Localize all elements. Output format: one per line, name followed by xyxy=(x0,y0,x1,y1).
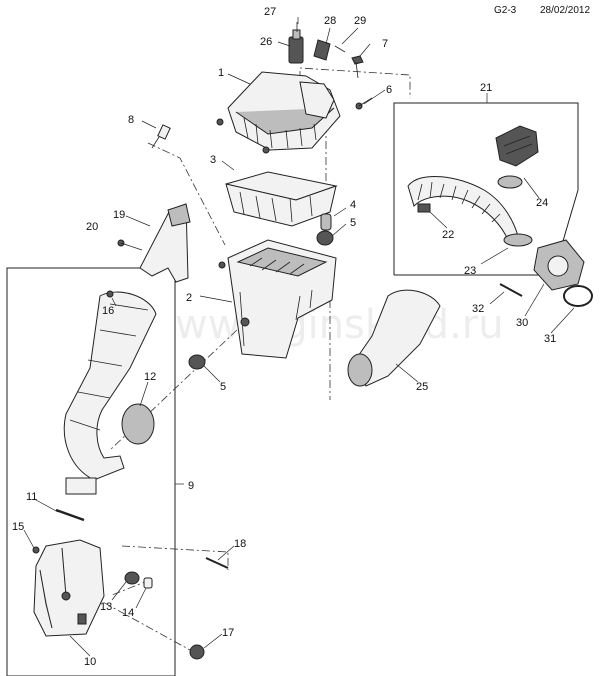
callout-7: 7 xyxy=(382,38,388,50)
callout-8: 8 xyxy=(128,114,134,126)
part-31-gasket xyxy=(563,285,593,307)
callout-12: 12 xyxy=(144,371,156,383)
callout-5-upper: 5 xyxy=(350,217,356,229)
part-15-screw xyxy=(32,546,40,554)
callout-17: 17 xyxy=(222,627,234,639)
callout-24: 24 xyxy=(536,197,548,209)
part-9-group-duct xyxy=(63,290,157,495)
callout-26: 26 xyxy=(260,36,272,48)
callout-9: 9 xyxy=(188,480,194,492)
callout-20: 20 xyxy=(86,221,98,233)
watermark: www.ginsklad.ru xyxy=(175,302,504,348)
callout-28: 28 xyxy=(324,15,336,27)
group-21-frame xyxy=(393,102,579,276)
callout-30: 30 xyxy=(516,317,528,329)
callout-5-lower: 5 xyxy=(220,381,226,393)
part-10-resonator-box xyxy=(33,539,105,637)
callout-6: 6 xyxy=(386,84,392,96)
part-25-intake-pipe xyxy=(347,289,441,387)
callout-22: 22 xyxy=(442,229,454,241)
callout-4: 4 xyxy=(350,199,356,211)
part-21-group-inlet-hoses xyxy=(407,125,539,247)
callout-15: 15 xyxy=(12,521,24,533)
callout-10: 10 xyxy=(84,656,96,668)
group-9-frame xyxy=(6,267,176,676)
callout-14: 14 xyxy=(122,607,134,619)
callout-27: 27 xyxy=(264,6,276,18)
callout-25: 25 xyxy=(416,381,428,393)
part-5-lower-grommet xyxy=(188,354,206,370)
page-code: G2-3 xyxy=(494,5,517,16)
callout-32: 32 xyxy=(472,303,484,315)
callout-29: 29 xyxy=(354,15,366,27)
part-11-clip xyxy=(55,508,85,522)
page-date: 28/02/2012 xyxy=(540,5,590,16)
callout-3: 3 xyxy=(210,154,216,166)
part-4-grommet xyxy=(320,213,332,231)
part-30-throttle-body xyxy=(533,239,585,291)
callout-18: 18 xyxy=(234,538,246,550)
callout-11: 11 xyxy=(26,491,37,503)
part-13-grommet xyxy=(124,571,140,585)
callout-1: 1 xyxy=(218,67,224,79)
leader-lines xyxy=(23,17,575,657)
callout-21: 21 xyxy=(480,82,492,94)
part-18-bolt xyxy=(205,557,229,569)
part-3-filter-element xyxy=(225,171,338,227)
part-26-28-sensor-group xyxy=(288,22,346,64)
part-19-bracket xyxy=(117,203,191,283)
part-1-air-cleaner-cover xyxy=(216,71,341,154)
part-17-nut xyxy=(189,644,205,660)
part-6-screw xyxy=(355,97,373,110)
part-2-air-cleaner-housing xyxy=(218,239,337,359)
part-8-bolt xyxy=(151,124,171,149)
part-14-bushing xyxy=(143,577,153,589)
part-32-bolt xyxy=(499,283,523,297)
callout-labels: 27 28 29 26 7 1 6 21 8 3 4 5 19 20 24 22… xyxy=(12,6,556,668)
callout-23: 23 xyxy=(464,265,476,277)
part-7-screw xyxy=(351,55,364,79)
callout-16: 16 xyxy=(102,305,114,317)
part-5-upper-grommet xyxy=(316,230,334,246)
callout-19: 19 xyxy=(113,209,125,221)
callout-31: 31 xyxy=(544,333,556,345)
callout-13: 13 xyxy=(100,601,112,613)
callout-2: 2 xyxy=(186,292,192,304)
